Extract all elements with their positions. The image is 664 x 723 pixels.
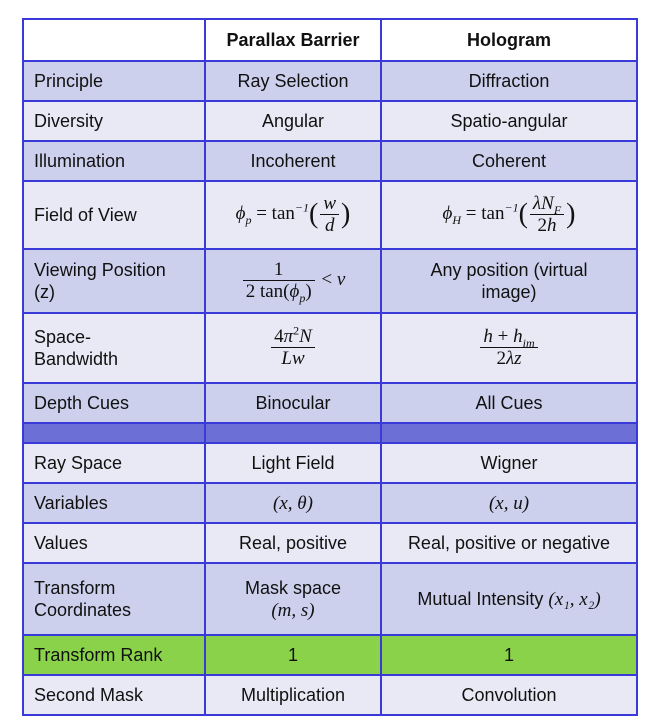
label-space-line2: Bandwidth <box>34 349 119 369</box>
pb-values: Real, positive <box>204 522 382 564</box>
header-row: Parallax Barrier Hologram <box>22 18 638 62</box>
label-space-bandwidth: Space-Bandwidth <box>22 312 206 384</box>
pb-transform-line1: Mask space <box>244 577 342 598</box>
holo-illumination: Coherent <box>380 140 638 182</box>
label-transform-rank: Transform Rank <box>22 634 206 676</box>
holo-variables-math: (x, u) <box>488 492 530 514</box>
label-values: Values <box>22 522 206 564</box>
label-transform-line2: Coordinates <box>34 600 132 620</box>
header-hologram: Hologram <box>380 18 638 62</box>
label-transform-line1: Transform <box>34 578 116 598</box>
header-empty <box>22 18 206 62</box>
holo-transform-text: Mutual Intensity <box>417 588 544 609</box>
pb-depth-cues: Binocular <box>204 382 382 424</box>
holo-principle: Diffraction <box>380 60 638 102</box>
pb-illumination: Incoherent <box>204 140 382 182</box>
pb-transform-line2: (m, s) <box>271 599 315 621</box>
row-illumination: Illumination Incoherent Coherent <box>22 140 638 182</box>
label-depth-cues: Depth Cues <box>22 382 206 424</box>
header-parallax-barrier: Parallax Barrier <box>204 18 382 62</box>
holo-transform-coordinates: Mutual Intensity (x₁, x₂) <box>380 562 638 636</box>
label-viewing-line2: (z) <box>34 282 55 302</box>
holo-ray-space: Wigner <box>380 442 638 484</box>
comparison-table: Parallax Barrier Hologram Principle Ray … <box>22 18 638 716</box>
holo-viewing-line2: image) <box>481 282 537 302</box>
divider-cell-3 <box>380 422 638 444</box>
pb-ray-space: Light Field <box>204 442 382 484</box>
row-transform-rank: Transform Rank 1 1 <box>22 634 638 676</box>
label-diversity: Diversity <box>22 100 206 142</box>
pb-variables: (x, θ) <box>204 482 382 524</box>
holo-depth-cues: All Cues <box>380 382 638 424</box>
label-principle: Principle <box>22 60 206 102</box>
row-ray-space: Ray Space Light Field Wigner <box>22 442 638 484</box>
holo-values: Real, positive or negative <box>380 522 638 564</box>
row-principle: Principle Ray Selection Diffraction <box>22 60 638 102</box>
label-second-mask: Second Mask <box>22 674 206 716</box>
holo-second-mask: Convolution <box>380 674 638 716</box>
label-field-of-view: Field of View <box>22 180 206 250</box>
pb-transform-rank: 1 <box>204 634 382 676</box>
label-viewing-line1: Viewing Position <box>34 260 166 280</box>
divider-cell-1 <box>22 422 206 444</box>
pb-diversity: Angular <box>204 100 382 142</box>
holo-viewing-line1: Any position (virtual <box>430 260 588 280</box>
row-values: Values Real, positive Real, positive or … <box>22 522 638 564</box>
pb-variables-math: (x, θ) <box>273 492 313 514</box>
pb-principle: Ray Selection <box>204 60 382 102</box>
comparison-table-frame: Parallax Barrier Hologram Principle Ray … <box>22 18 638 716</box>
holo-diversity: Spatio-angular <box>380 100 638 142</box>
holo-transform-math: (x₁, x₂) <box>548 588 601 610</box>
section-divider <box>22 422 638 444</box>
pb-transform-coordinates: Mask space(m, s) <box>204 562 382 636</box>
holo-variables: (x, u) <box>380 482 638 524</box>
row-diversity: Diversity Angular Spatio-angular <box>22 100 638 142</box>
holo-transform-rank: 1 <box>380 634 638 676</box>
row-depth-cues: Depth Cues Binocular All Cues <box>22 382 638 424</box>
row-variables: Variables (x, θ) (x, u) <box>22 482 638 524</box>
label-illumination: Illumination <box>22 140 206 182</box>
divider-cell-2 <box>204 422 382 444</box>
label-variables: Variables <box>22 482 206 524</box>
row-second-mask: Second Mask Multiplication Convolution <box>22 674 638 716</box>
pb-second-mask: Multiplication <box>204 674 382 716</box>
label-space-line1: Space- <box>34 327 92 347</box>
label-viewing-position: Viewing Position(z) <box>22 248 206 314</box>
label-ray-space: Ray Space <box>22 442 206 484</box>
